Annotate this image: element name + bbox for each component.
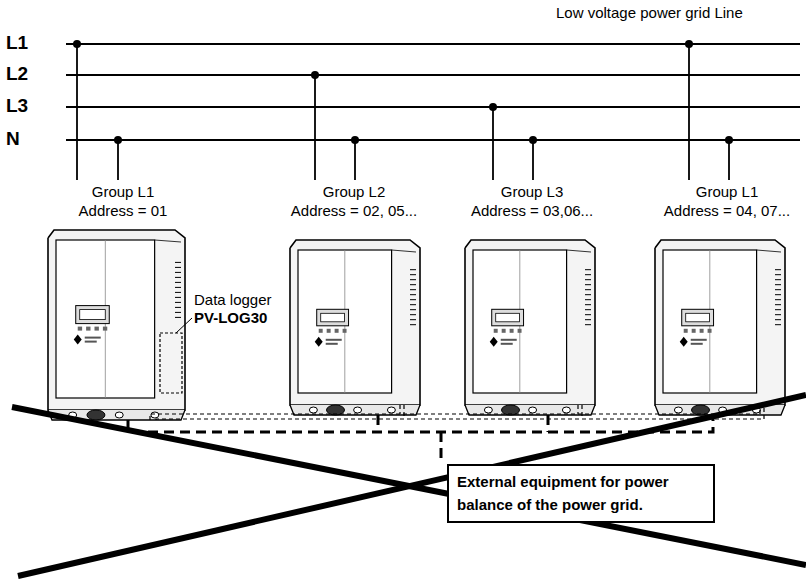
box-text: External equipment for power balance of … [457,470,705,517]
cross-line [18,395,806,576]
callout-label: Data logger [194,291,272,309]
drop-wire [354,140,356,180]
comm-cable [440,432,443,464]
inverter [48,230,185,420]
junction-dot [73,40,81,48]
drop-wire [492,107,494,180]
group-label: Address = 03,06... [471,202,593,220]
junction-dot [685,40,693,48]
drop-wire [532,140,534,180]
group-label: Group L3 [501,183,564,201]
comm-cable [547,415,550,432]
phase-label: L3 [6,95,28,118]
rs485-cable [399,405,400,414]
rs485-cable [581,405,582,419]
junction-dot [529,136,537,144]
comm-cable [128,415,713,432]
drop-wire [117,140,119,180]
comm-cable [377,415,380,432]
phase-label: N [6,128,20,151]
drop-wire [76,44,78,180]
junction-dot [725,136,733,144]
group-label: Address = 04, 07... [664,202,790,220]
data-logger-outline [160,333,182,393]
junction-dot [311,71,319,79]
junction-dot [114,136,122,144]
callout-label: PV-LOG30 [194,309,267,327]
bus-line [66,139,800,141]
inverter [465,240,595,415]
rs485-cable [150,405,760,420]
inverter [655,240,785,415]
rs485-cable [577,405,578,414]
group-label: Address = 02, 05... [291,202,417,220]
group-label: Group L1 [92,183,155,201]
phase-label: L2 [6,63,28,86]
junction-dot [489,103,497,111]
drop-wire [314,75,316,180]
bus-line [66,106,800,108]
junction-dot [351,136,359,144]
leader-line [176,318,192,333]
drop-wire [728,140,730,180]
grid-label: Low voltage power grid Line [556,4,743,22]
inverter [290,240,420,415]
phase-label: L1 [6,32,28,55]
rs485-cable [403,405,404,419]
equipment-box: External equipment for power balance of … [447,464,715,523]
bus-line [66,74,800,76]
drop-wire [688,44,690,180]
group-label: Group L2 [323,183,386,201]
group-label: Group L1 [696,183,759,201]
rs485-cable [156,405,764,420]
group-label: Address = 01 [79,202,168,220]
